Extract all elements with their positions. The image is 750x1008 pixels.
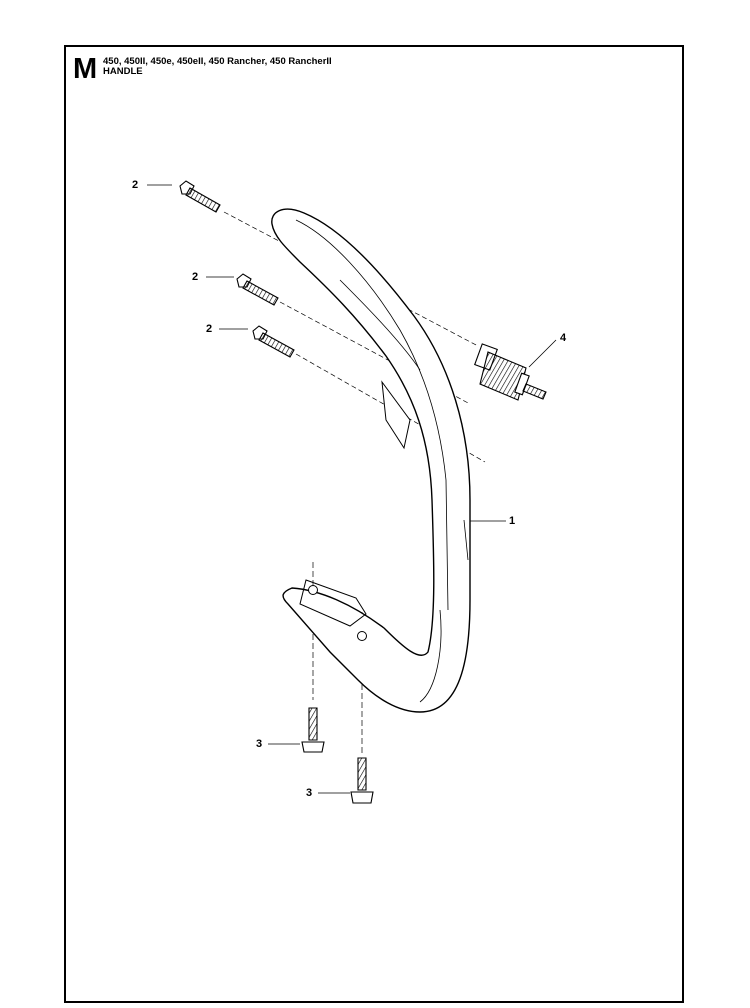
callout-3: 3 [256, 738, 263, 750]
screw-part-3-right [350, 757, 374, 804]
handle-part [271, 208, 471, 713]
screw-part-2-top [179, 180, 221, 213]
callout-3: 3 [306, 787, 313, 799]
model-list: 450, 450II, 450e, 450eII, 450 Rancher, 4… [103, 56, 332, 67]
callout-2: 2 [206, 323, 213, 335]
leader-lines [147, 184, 557, 794]
callout-2: 2 [192, 271, 199, 283]
spring-part-4 [474, 343, 547, 401]
screw-part-3-left [301, 707, 325, 753]
callout-2: 2 [132, 179, 139, 191]
section-letter: M [73, 53, 97, 85]
screw-part-2-middle [236, 273, 279, 306]
callout-1: 1 [509, 515, 516, 527]
screw-part-2-bottom [252, 325, 295, 358]
section-title: HANDLE [103, 66, 143, 77]
callout-4: 4 [560, 332, 567, 344]
page-frame [64, 45, 684, 1003]
